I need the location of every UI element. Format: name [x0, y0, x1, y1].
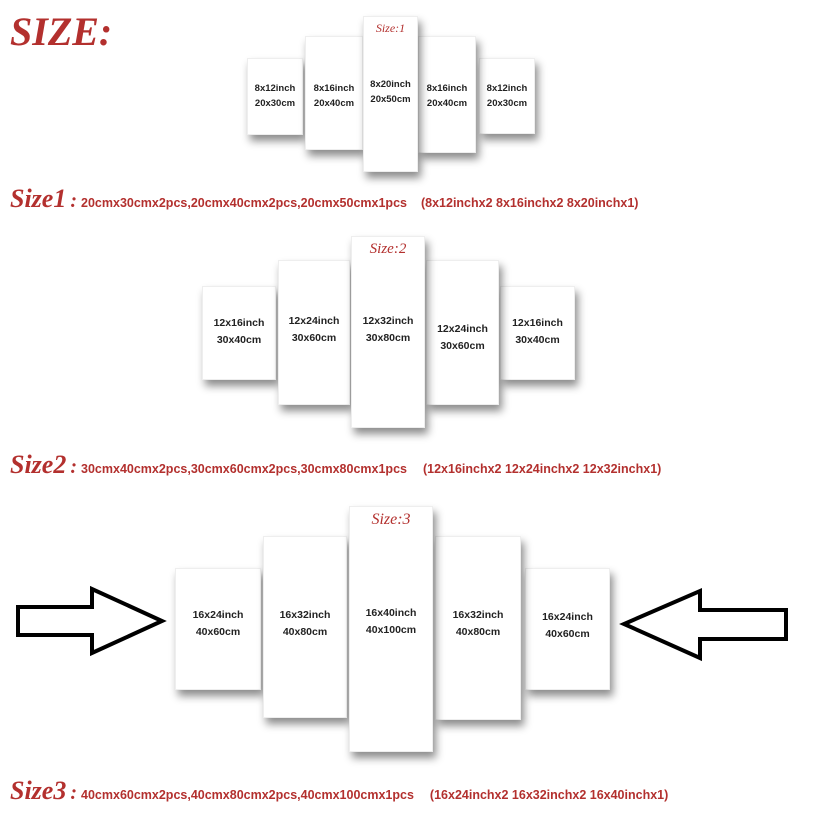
panel-inch: 12x32inch — [362, 315, 414, 327]
panel-inch: 8x20inch — [370, 79, 411, 90]
canvas-panel: Size:3 16x40inch 40x100cm — [349, 506, 433, 752]
panel-inch: 12x16inch — [512, 317, 563, 329]
canvas-panel: 12x16inch 30x40cm — [500, 286, 575, 380]
size-details-inch: (16x24inchx2 16x32inchx2 16x40inchx1) — [429, 788, 669, 802]
panel-dimensions: 16x32inch 40x80cm — [436, 607, 520, 641]
panel-inch: 12x24inch — [288, 315, 340, 327]
panel-dimensions: 12x24inch 30x60cm — [279, 313, 349, 347]
panel-dimensions: 12x24inch 30x60cm — [427, 321, 498, 355]
canvas-panel: 16x24inch 40x60cm — [175, 568, 261, 690]
panel-cm: 30x40cm — [515, 333, 560, 346]
size-description: Size2:30cmx40cmx2pcs,30cmx60cmx2pcs,30cm… — [10, 450, 661, 480]
panel-inch: 12x24inch — [437, 323, 488, 335]
panel-inch: 16x24inch — [192, 609, 244, 621]
panel-dimensions: 16x40inch 40x100cm — [350, 605, 432, 639]
panel-dimensions: 16x24inch 40x60cm — [526, 609, 609, 643]
colon: : — [70, 782, 78, 804]
size-name: Size2 — [10, 450, 67, 479]
panel-dimensions: 12x32inch 30x80cm — [352, 313, 424, 347]
panel-cm: 40x80cm — [455, 625, 501, 638]
panel-cm: 40x60cm — [545, 627, 590, 640]
canvas-panel: 16x24inch 40x60cm — [525, 568, 610, 690]
panel-cm: 30x80cm — [365, 331, 411, 344]
panel-inch: 8x16inch — [426, 83, 468, 94]
canvas-panel: 12x24inch 30x60cm — [278, 260, 350, 405]
panel-cm: 20x40cm — [313, 98, 355, 110]
panel-inch: 16x40inch — [365, 607, 417, 619]
panel-cm: 40x60cm — [195, 625, 241, 638]
panel-dimensions: 12x16inch 30x40cm — [203, 315, 275, 349]
panel-inch: 8x12inch — [486, 83, 528, 94]
colon: : — [70, 456, 78, 478]
canvas-panel: 8x12inch 20x30cm — [479, 58, 535, 134]
arrow-right-icon — [16, 585, 167, 657]
panel-cm: 20x30cm — [254, 98, 296, 110]
panel-dimensions: 12x16inch 30x40cm — [501, 315, 574, 349]
panel-inch: 16x32inch — [279, 609, 331, 621]
panel-inch: 16x32inch — [452, 609, 504, 621]
canvas-panel: 8x16inch 20x40cm — [418, 36, 476, 153]
canvas-panel: Size:2 12x32inch 30x80cm — [351, 236, 425, 428]
panel-cm: 20x50cm — [370, 94, 411, 106]
size-description: Size3:40cmx60cmx2pcs,40cmx80cmx2pcs,40cm… — [10, 776, 668, 806]
panel-dimensions: 16x32inch 40x80cm — [264, 607, 346, 641]
arrow-left-icon — [619, 587, 788, 662]
size-label: Size:1 — [375, 21, 406, 35]
size-details-inch: (8x12inchx2 8x16inchx2 8x20inchx1) — [420, 196, 639, 210]
size-details-cm: 20cmx30cmx2pcs,20cmx40cmx2pcs,20cmx50cmx… — [81, 196, 407, 210]
page-title: SIZE: — [10, 9, 113, 54]
panel-dimensions: 8x16inch 20x40cm — [419, 81, 475, 111]
size-details-inch: (12x16inchx2 12x24inchx2 12x32inchx1) — [422, 462, 662, 476]
panel-dimensions: 8x12inch 20x30cm — [248, 81, 302, 111]
size-label: Size:2 — [369, 241, 407, 257]
panel-inch: 16x24inch — [542, 611, 593, 623]
size-name: Size1 — [10, 184, 67, 213]
canvas-panel: 12x16inch 30x40cm — [202, 286, 276, 380]
panel-dimensions: 8x16inch 20x40cm — [306, 81, 362, 111]
panel-cm: 20x40cm — [426, 98, 468, 110]
panel-cm: 20x30cm — [486, 98, 528, 110]
size-label: Size:3 — [371, 511, 411, 528]
panel-inch: 8x12inch — [254, 83, 296, 94]
panel-cm: 30x40cm — [216, 333, 262, 346]
panel-cm: 40x100cm — [365, 623, 417, 636]
size-name: Size3 — [10, 776, 67, 805]
canvas-panel: Size:1 8x20inch 20x50cm — [363, 16, 418, 172]
panel-inch: 12x16inch — [213, 317, 265, 329]
panel-dimensions: 8x20inch 20x50cm — [364, 77, 417, 107]
canvas-panel: 8x16inch 20x40cm — [305, 36, 363, 150]
canvas-panel: 16x32inch 40x80cm — [263, 536, 347, 718]
size-description: Size1:20cmx30cmx2pcs,20cmx40cmx2pcs,20cm… — [10, 184, 638, 214]
panel-cm: 40x80cm — [282, 625, 328, 638]
canvas-panel: 16x32inch 40x80cm — [435, 536, 521, 720]
panel-cm: 30x60cm — [291, 331, 337, 344]
canvas-panel: 12x24inch 30x60cm — [426, 260, 499, 405]
panel-inch: 8x16inch — [313, 83, 355, 94]
size-details-cm: 30cmx40cmx2pcs,30cmx60cmx2pcs,30cmx80cmx… — [81, 462, 407, 476]
panel-cm: 30x60cm — [440, 339, 485, 352]
panel-dimensions: 8x12inch 20x30cm — [480, 81, 534, 111]
canvas-panel: 8x12inch 20x30cm — [247, 58, 303, 135]
colon: : — [70, 190, 78, 212]
size-details-cm: 40cmx60cmx2pcs,40cmx80cmx2pcs,40cmx100cm… — [81, 788, 414, 802]
panel-dimensions: 16x24inch 40x60cm — [176, 607, 260, 641]
